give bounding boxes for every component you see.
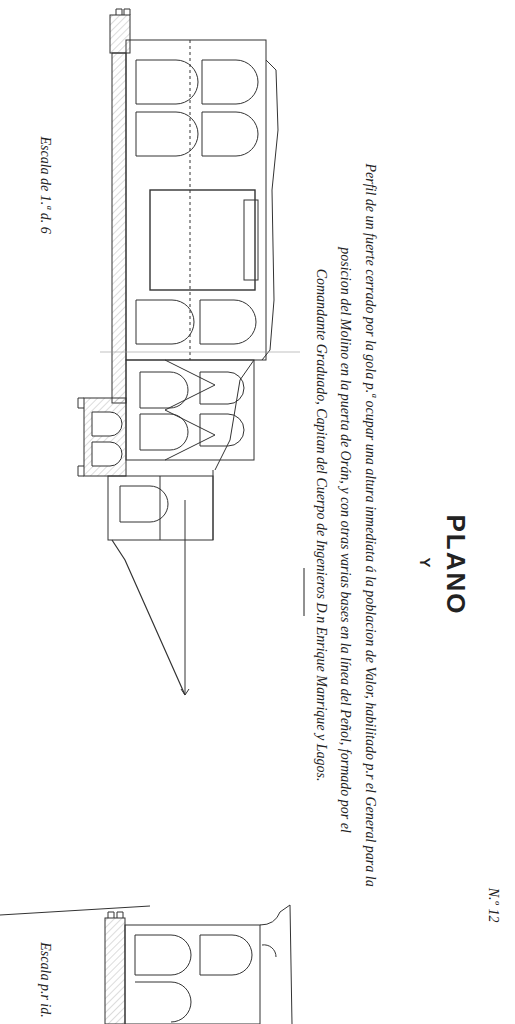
title: PLANO [440,514,470,615]
sheet-number: N.º 12 [485,888,501,923]
inscription-line: Perfil de un fuerte cerrado por la gola … [362,163,378,886]
inscription-line: Comandante Graduado, Capitan del Cuerpo … [313,269,329,782]
inscription-line: posicion del Molino en la puerta de Orán… [337,247,353,833]
scale-note: Escala de 1.ª d. 6 [37,136,53,233]
scale-note: Escala p.r id. [37,942,53,1017]
title-conjunction: Y [416,558,433,568]
